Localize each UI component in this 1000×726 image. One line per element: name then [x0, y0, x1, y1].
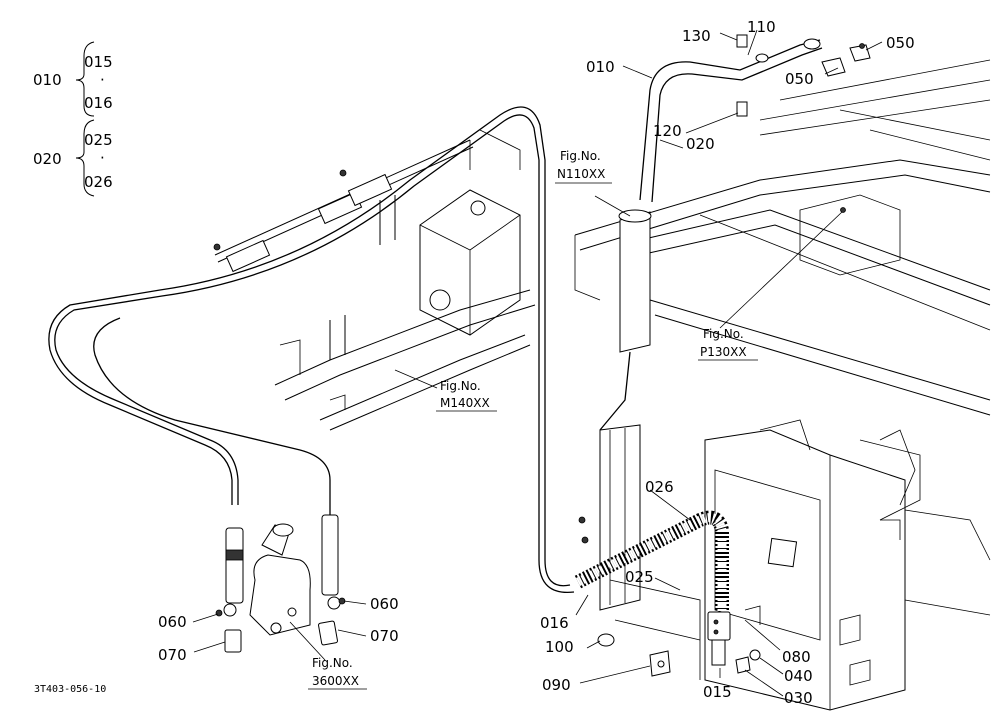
callout-labels: 130 110 050 050 010 120 020 026 025 016 … [158, 18, 915, 707]
legend-brace-1 [75, 41, 95, 117]
legend-010: 010 [33, 71, 62, 89]
callout-110: 110 [747, 18, 776, 36]
legend-dot-2: · [100, 149, 105, 167]
callout-016: 016 [540, 614, 569, 632]
legend-brace-2 [75, 119, 95, 197]
callout-120: 120 [653, 122, 682, 140]
callout-060-a: 060 [158, 613, 187, 631]
callout-080: 080 [782, 648, 811, 666]
callout-050-b: 050 [785, 70, 814, 88]
fig-ref-m140-line2: M140XX [440, 396, 490, 410]
leader-lines [192, 29, 883, 697]
part-legend: 010 015 · 016 020 025 · 026 [33, 41, 113, 197]
callout-050-a: 050 [886, 34, 915, 52]
callout-030: 030 [784, 689, 813, 707]
fig-ref-3600-line1: Fig.No. [312, 656, 353, 670]
drawing-code: 3T403-056-10 [34, 684, 106, 695]
legend-026: 026 [84, 173, 113, 191]
fig-ref-p130-line2: P130XX [700, 345, 747, 359]
fig-ref-m140-line1: Fig.No. [440, 379, 481, 393]
callout-010: 010 [586, 58, 615, 76]
right-frame-assembly [574, 59, 991, 711]
legend-016: 016 [84, 94, 113, 112]
fig-ref-n110-line1: Fig.No. [560, 149, 601, 163]
callout-070-b: 070 [370, 627, 399, 645]
legend-020: 020 [33, 150, 62, 168]
fig-ref-p130-line1: Fig.No. [703, 327, 744, 341]
callout-020: 020 [686, 135, 715, 153]
left-frame-assembly [213, 129, 536, 431]
right-hose-assembly [574, 34, 871, 677]
callout-130: 130 [682, 27, 711, 45]
callout-090: 090 [542, 676, 571, 694]
callout-070-a: 070 [158, 646, 187, 664]
legend-dot-1: · [100, 71, 105, 89]
figure-references: Fig.No. N110XX Fig.No. M140XX Fig.No. P1… [308, 149, 758, 690]
callout-100: 100 [545, 638, 574, 656]
fig-ref-3600-line2: 3600XX [312, 674, 359, 688]
callout-040: 040 [784, 667, 813, 685]
callout-060-b: 060 [370, 595, 399, 613]
legend-025: 025 [84, 131, 113, 149]
callout-026: 026 [645, 478, 674, 496]
legend-015: 015 [84, 53, 113, 71]
fig-ref-n110-line2: N110XX [557, 167, 605, 181]
callout-025: 025 [625, 568, 654, 586]
brake-valve-assembly [215, 514, 346, 653]
callout-015: 015 [703, 683, 732, 701]
brake-tube-route [48, 106, 575, 594]
